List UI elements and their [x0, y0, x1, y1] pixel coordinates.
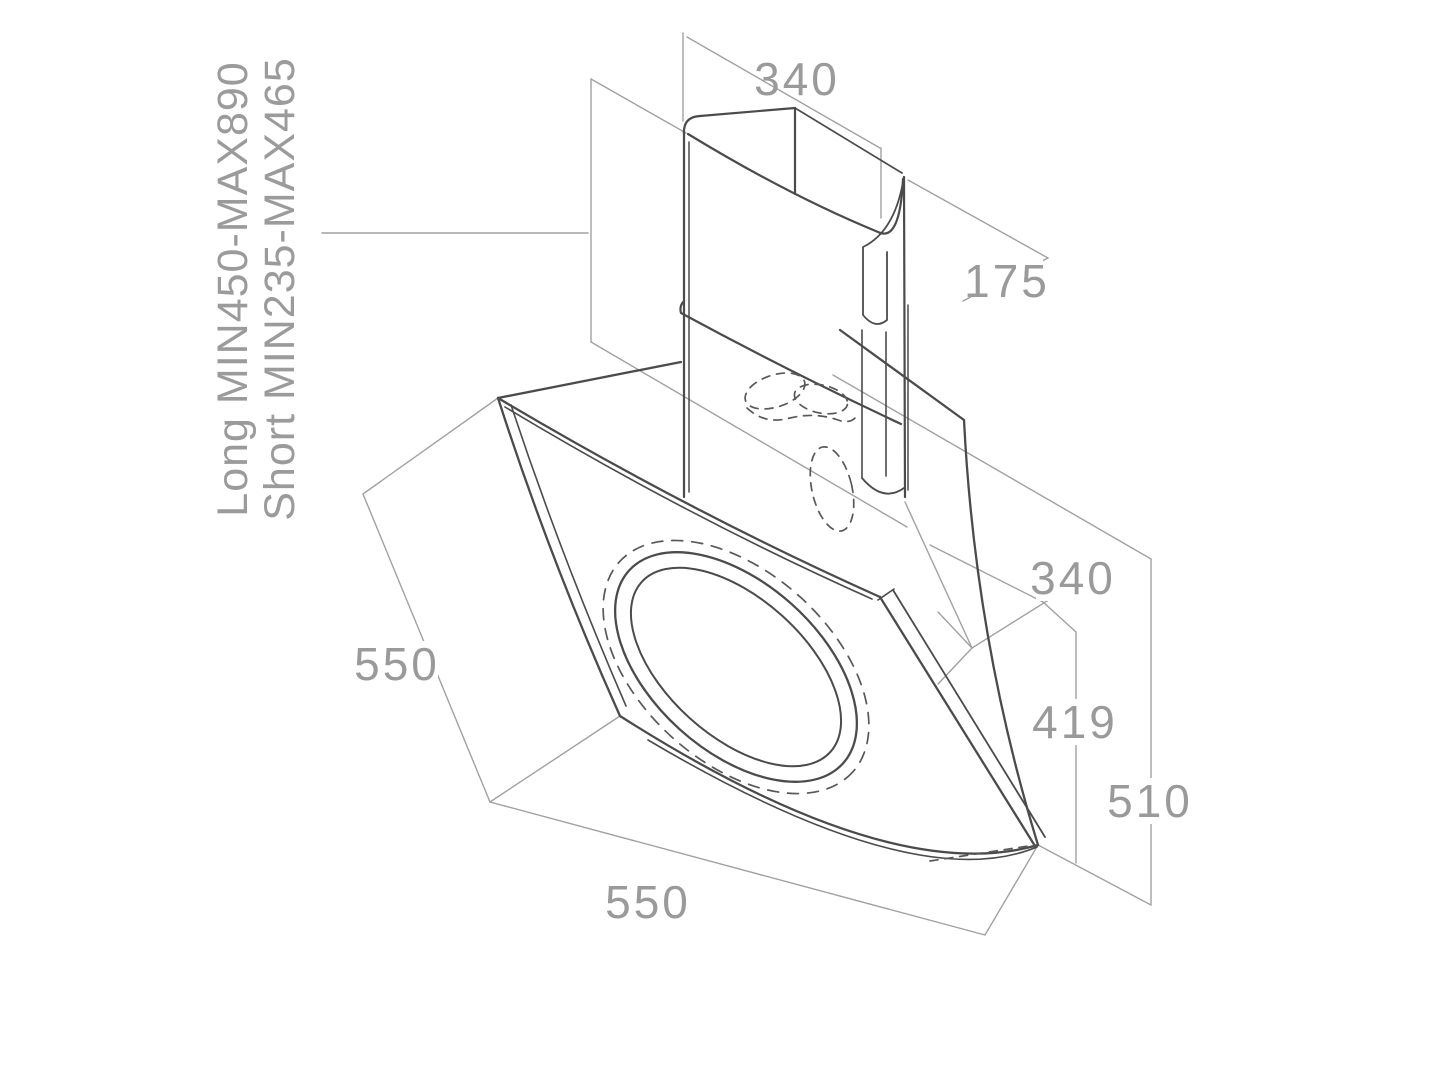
- dim-175-ext: [907, 179, 1049, 259]
- backer-419: [1040, 699, 1110, 745]
- body-ridge-inner: [504, 406, 873, 600]
- backer-340-right: [1036, 555, 1110, 601]
- chimney-bottom-uturn: [861, 477, 905, 495]
- flex-hose-wiggle: [746, 407, 859, 423]
- label-front-glass-height: 419: [1032, 696, 1118, 748]
- dim-bottom-right-ext: [1037, 844, 1152, 906]
- label-top-face-depth: 340: [1030, 552, 1116, 604]
- body-right-strip-front: [878, 595, 1037, 848]
- dimension-lines: [321, 32, 1152, 936]
- label-side-length: 550: [354, 638, 440, 690]
- filter-hidden-ring: [602, 539, 870, 795]
- dim-510-elbow: [1131, 547, 1152, 560]
- body-back-edge-right: [838, 328, 966, 422]
- label-chimney-long-range: Long MIN450-MAX890: [209, 61, 257, 516]
- dim-419-top-ext: [929, 544, 1044, 603]
- backer-510: [1114, 778, 1186, 824]
- chimney-back-rim: [698, 106, 797, 118]
- hidden-lines: [602, 372, 1036, 862]
- filter-ring-outer: [613, 551, 859, 783]
- body-back-edge-left: [496, 360, 683, 400]
- chimney-lower-rim: [679, 299, 903, 426]
- outlet-hole-dashed: [809, 446, 855, 532]
- chimney-back-top-rim: [794, 107, 903, 174]
- body-left-edge-inner: [510, 404, 627, 707]
- chimney-upper-rim: [686, 132, 905, 235]
- dim-550-bottom-line: [489, 801, 986, 936]
- dim-550-shared-ext: [489, 715, 621, 803]
- dim-419-elbow: [1042, 601, 1077, 633]
- dim-510-top-ext: [832, 374, 1133, 549]
- flex-hose-coil-a: [744, 372, 806, 410]
- body-right-back-edge: [962, 418, 1040, 847]
- body-ridge: [496, 396, 882, 599]
- wall-panel-top-edge: [590, 78, 687, 134]
- label-chimney-width: 340: [754, 53, 840, 105]
- dim-550-bottom-ext: [984, 844, 1039, 936]
- bottom-hidden-edge: [929, 844, 1036, 862]
- backer-550-left: [356, 641, 438, 687]
- label-chimney-short-range: Short MIN235-MAX465: [256, 57, 304, 521]
- wall-panel-bottom-edge: [590, 341, 908, 528]
- body-right-strip-back: [892, 589, 1046, 838]
- body-bottom-edge: [618, 714, 1040, 855]
- label-bottom-width: 550: [605, 876, 691, 928]
- dimension-labels: 340 175 340 419 510 550 550 Long MIN450-…: [209, 53, 1193, 928]
- dim-340-right-tick-b: [937, 647, 973, 685]
- label-chimney-depth: 175: [964, 255, 1050, 307]
- dim-340-top-line: [686, 36, 881, 149]
- body-right-strip-cap: [877, 588, 895, 601]
- dim-550-left-ext-top: [362, 397, 499, 495]
- chimney: [679, 106, 909, 499]
- flex-hose-coil-b: [793, 383, 849, 415]
- filter-ring-inner: [629, 566, 843, 768]
- dim-340-right-ext: [904, 501, 973, 649]
- label-body-total-height: 510: [1107, 775, 1193, 827]
- hood-body: [496, 328, 1046, 861]
- body-bottom-edge-inner: [647, 739, 1038, 861]
- backer-175: [971, 258, 1043, 304]
- label-backers: [356, 258, 1186, 824]
- chimney-upper-rim-curl: [862, 181, 904, 325]
- chimney-right-edge: [902, 175, 907, 499]
- chimney-tip-curve: [682, 114, 702, 136]
- dim-340-right-tick-a: [937, 611, 973, 649]
- body-left-edge: [496, 396, 622, 718]
